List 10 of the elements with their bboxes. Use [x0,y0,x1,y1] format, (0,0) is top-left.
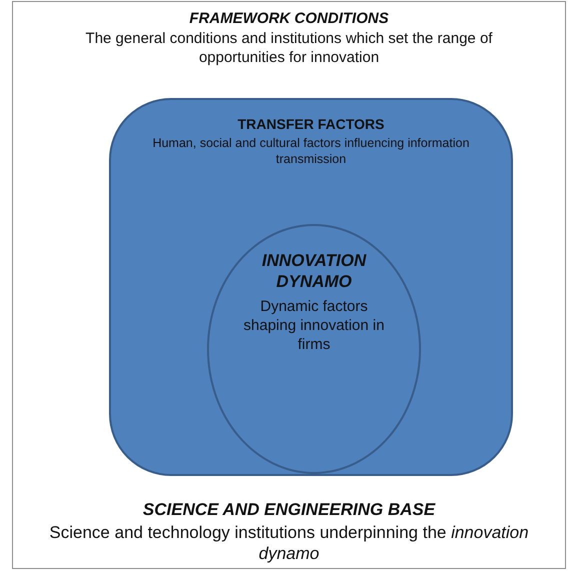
heading: SCIENCE AND ENGINEERING BASE [142,499,436,520]
heading: TRANSFER FACTORS [236,116,386,134]
description: Human, social and cultural factors influencing information transmission [152,136,470,168]
description: Science and technology institutions underpinning the innovation dynamo [48,522,530,564]
description: Dynamic factors shaping innovation in firms [242,298,386,354]
heading: FRAMEWORK CONDITIONS [188,10,390,29]
description: The general conditions and institutions which set the range of opportunities for innovation [84,30,494,68]
rounded-box [109,98,513,476]
heading: INNOVATION DYNAMO [260,250,368,292]
outer-frame [12,1,566,569]
